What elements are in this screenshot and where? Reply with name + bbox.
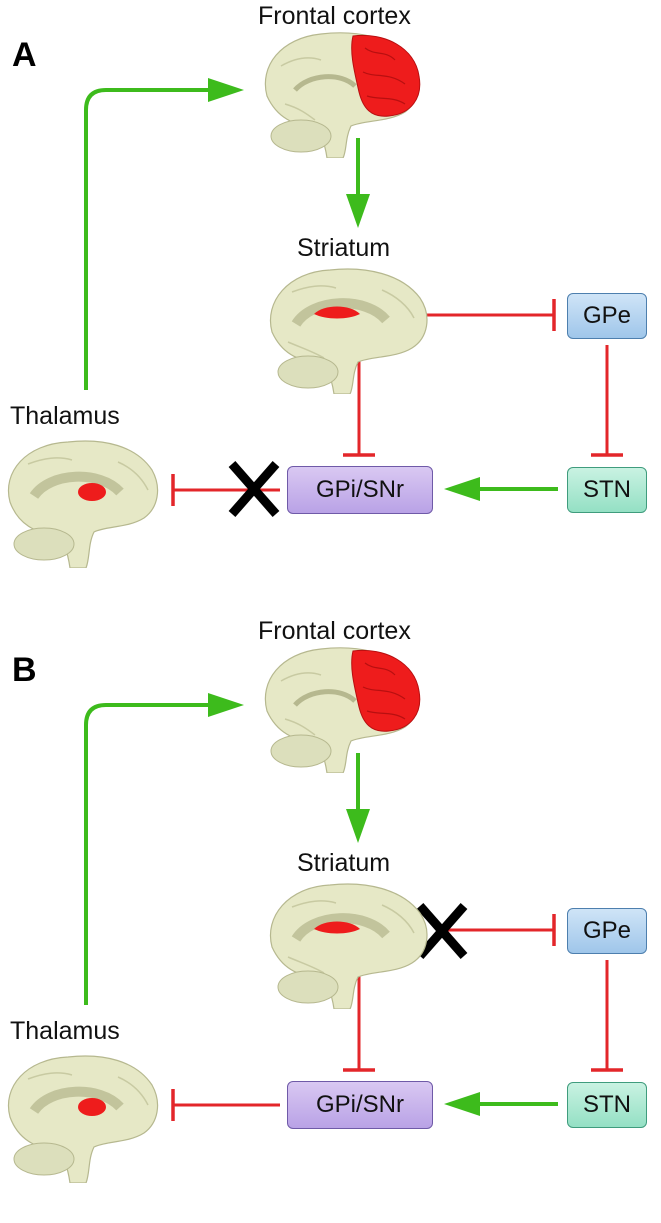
thalamus-to-cortex-arrow bbox=[84, 88, 212, 390]
arrowhead bbox=[444, 477, 480, 501]
gpi-snr-box: GPi/SNr bbox=[287, 466, 433, 514]
arrowhead bbox=[346, 809, 370, 843]
arrowhead bbox=[346, 194, 370, 228]
blocked-pathway-x-mark bbox=[416, 903, 468, 959]
striatum-brain-illustration bbox=[270, 883, 428, 1009]
thalamus-brain-illustration bbox=[8, 1055, 159, 1183]
stn-label: STN bbox=[583, 476, 631, 503]
striatum-label: Striatum bbox=[297, 849, 391, 877]
gpi-snr-label: GPi/SNr bbox=[315, 1091, 404, 1118]
thalamus-label: Thalamus bbox=[10, 1017, 120, 1045]
panel-a: A Frontal cortex Striatum Thalamus GPi/S… bbox=[0, 0, 661, 608]
stn-box: STN bbox=[567, 1082, 647, 1128]
thalamus-label: Thalamus bbox=[10, 402, 120, 430]
gpe-label: GPe bbox=[582, 302, 632, 329]
pathway-connections bbox=[84, 78, 623, 517]
panel-b: B Frontal cortex Striatum Thalamus GPi/S… bbox=[0, 615, 661, 1223]
gpe-box: GPe bbox=[567, 908, 647, 954]
arrowhead bbox=[208, 78, 244, 102]
frontal-cortex-brain-illustration bbox=[264, 32, 421, 158]
thalamus-to-cortex-arrow bbox=[84, 703, 212, 1005]
stn-label: STN bbox=[583, 1091, 631, 1118]
blocked-pathway-x-mark bbox=[228, 461, 280, 517]
gpi-snr-box: GPi/SNr bbox=[287, 1081, 433, 1129]
gpe-label: GPe bbox=[582, 917, 632, 944]
panel-letter: B bbox=[12, 651, 37, 689]
frontal-cortex-label: Frontal cortex bbox=[258, 617, 411, 645]
arrowhead bbox=[444, 1092, 480, 1116]
frontal-cortex-brain-illustration bbox=[264, 647, 421, 773]
pathway-connections bbox=[84, 693, 623, 1121]
striatum-label: Striatum bbox=[297, 234, 391, 262]
gpi-snr-label: GPi/SNr bbox=[315, 476, 404, 503]
gpe-box: GPe bbox=[567, 293, 647, 339]
frontal-cortex-label: Frontal cortex bbox=[258, 2, 411, 30]
striatum-brain-illustration bbox=[270, 268, 428, 394]
arrowhead bbox=[208, 693, 244, 717]
stn-box: STN bbox=[567, 467, 647, 513]
thalamus-brain-illustration bbox=[8, 440, 159, 568]
panel-letter: A bbox=[12, 36, 37, 74]
